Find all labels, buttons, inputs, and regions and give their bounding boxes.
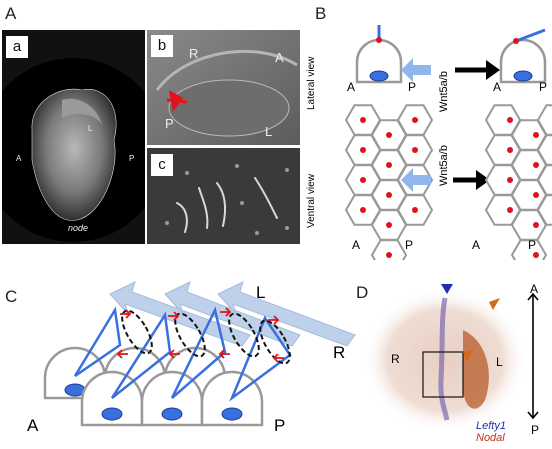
basal-body-dot — [533, 162, 539, 168]
treatment-label-ventral: Wnt5a/b — [438, 145, 450, 186]
embryo-sem-image — [2, 58, 145, 242]
sublabel-b: b — [151, 35, 173, 57]
hex-cell — [370, 239, 408, 260]
basal-body-dot — [386, 252, 392, 258]
basal-body-dot — [507, 207, 513, 213]
basal-body-dot — [507, 177, 513, 183]
basal-body-dot — [507, 147, 513, 153]
basal-body-dot — [412, 147, 418, 153]
lateral-view-label: Lateral view — [306, 56, 317, 110]
lateral-axis-p-left: P — [408, 80, 417, 94]
lateral-cell-before — [355, 25, 403, 84]
ventral-hex-grid-after — [484, 104, 552, 260]
basal-body-dot — [533, 222, 539, 228]
basal-body-dot — [360, 147, 366, 153]
embryo-mark-l: L — [88, 124, 93, 133]
ventral-axis-p-right: P — [528, 238, 537, 252]
hex-cell — [536, 134, 552, 166]
panel-d-legend-nodal: Nodal — [476, 432, 505, 444]
basal-body-dot — [386, 222, 392, 228]
panel-d-in-situ-image — [363, 284, 539, 432]
embryo-caption-node: node — [68, 223, 89, 233]
sublabel-a: a — [6, 36, 28, 58]
ventral-view-label: Ventral view — [306, 174, 317, 228]
nodal-marker-icon — [489, 298, 500, 310]
red-arrow-icon — [169, 90, 183, 112]
basal-body-dot — [412, 117, 418, 123]
basal-body-dot — [386, 192, 392, 198]
ventral-axis-a-right: A — [472, 238, 481, 252]
lefty-marker-icon — [441, 284, 453, 294]
panel-d-axis-a: A — [530, 282, 539, 296]
basal-body-dot — [533, 132, 539, 138]
sublabel-c: c — [151, 154, 173, 176]
ventral-axis-a-left: A — [352, 238, 361, 252]
panel-d-mark-l: L — [496, 355, 503, 369]
panel-d-axis-p: P — [531, 423, 540, 437]
ventral-hex-grid-before — [344, 104, 434, 260]
basal-body-dot — [507, 117, 513, 123]
node-closeup-image — [147, 30, 300, 145]
embryo-axis-p: P — [129, 154, 135, 163]
lateral-cell-after — [499, 28, 547, 84]
sem-panel-a-whole-embryo: a A P L node — [2, 30, 145, 244]
embryo-axis-a: A — [16, 154, 22, 163]
panel-c-mark-l: L — [256, 283, 266, 302]
panel-b-letter: B — [315, 4, 327, 23]
treatment-label-lateral: Wnt5a/b — [438, 71, 450, 112]
hex-cell — [536, 194, 552, 226]
basal-body-dot — [360, 207, 366, 213]
panel-c-letter: C — [5, 287, 18, 306]
panel-c-mark-r: R — [333, 343, 346, 362]
basal-body-dot — [533, 192, 539, 198]
hex-cell — [536, 104, 552, 136]
lateral-axis-p-right: P — [539, 80, 548, 94]
panel-a-letter: A — [5, 4, 17, 23]
black-arrow-ventral-icon — [453, 170, 490, 190]
panel-d-legend-lefty: Lefty1 — [476, 420, 506, 432]
basal-body-dot — [412, 207, 418, 213]
ventral-axis-p-left: P — [405, 238, 414, 252]
lateral-axis-a-right: A — [493, 80, 502, 94]
panel-c-axis-p: P — [274, 416, 286, 435]
blue-arrow-lateral-icon — [401, 58, 431, 82]
node-mark-l: L — [265, 124, 273, 139]
panel-b-diagram — [344, 25, 552, 260]
basal-body-dot — [360, 177, 366, 183]
hex-cell — [536, 164, 552, 196]
panel-c-diagram — [43, 281, 356, 427]
panel-c-axis-a: A — [27, 416, 39, 435]
node-mark-r: R — [189, 46, 199, 61]
ap-axis-arrow-icon — [527, 292, 539, 420]
panel-d-letter: D — [356, 283, 369, 302]
black-arrow-lateral-icon — [455, 60, 500, 80]
blue-arrow-ventral-icon — [401, 168, 431, 192]
cilium-tilted-icon — [515, 28, 546, 43]
basal-body-dot — [360, 117, 366, 123]
sem-panel-c-cilia: c — [147, 148, 300, 244]
basal-body-dot — [386, 132, 392, 138]
node-mark-a: A — [275, 50, 284, 65]
basal-body-dot — [386, 162, 392, 168]
sem-panel-b-node-closeup: b R A P L — [147, 30, 300, 145]
lateral-axis-a-left: A — [347, 80, 356, 94]
basal-body-dot — [533, 252, 539, 258]
node-mark-p: P — [165, 116, 174, 131]
panel-d-mark-r: R — [391, 352, 400, 366]
